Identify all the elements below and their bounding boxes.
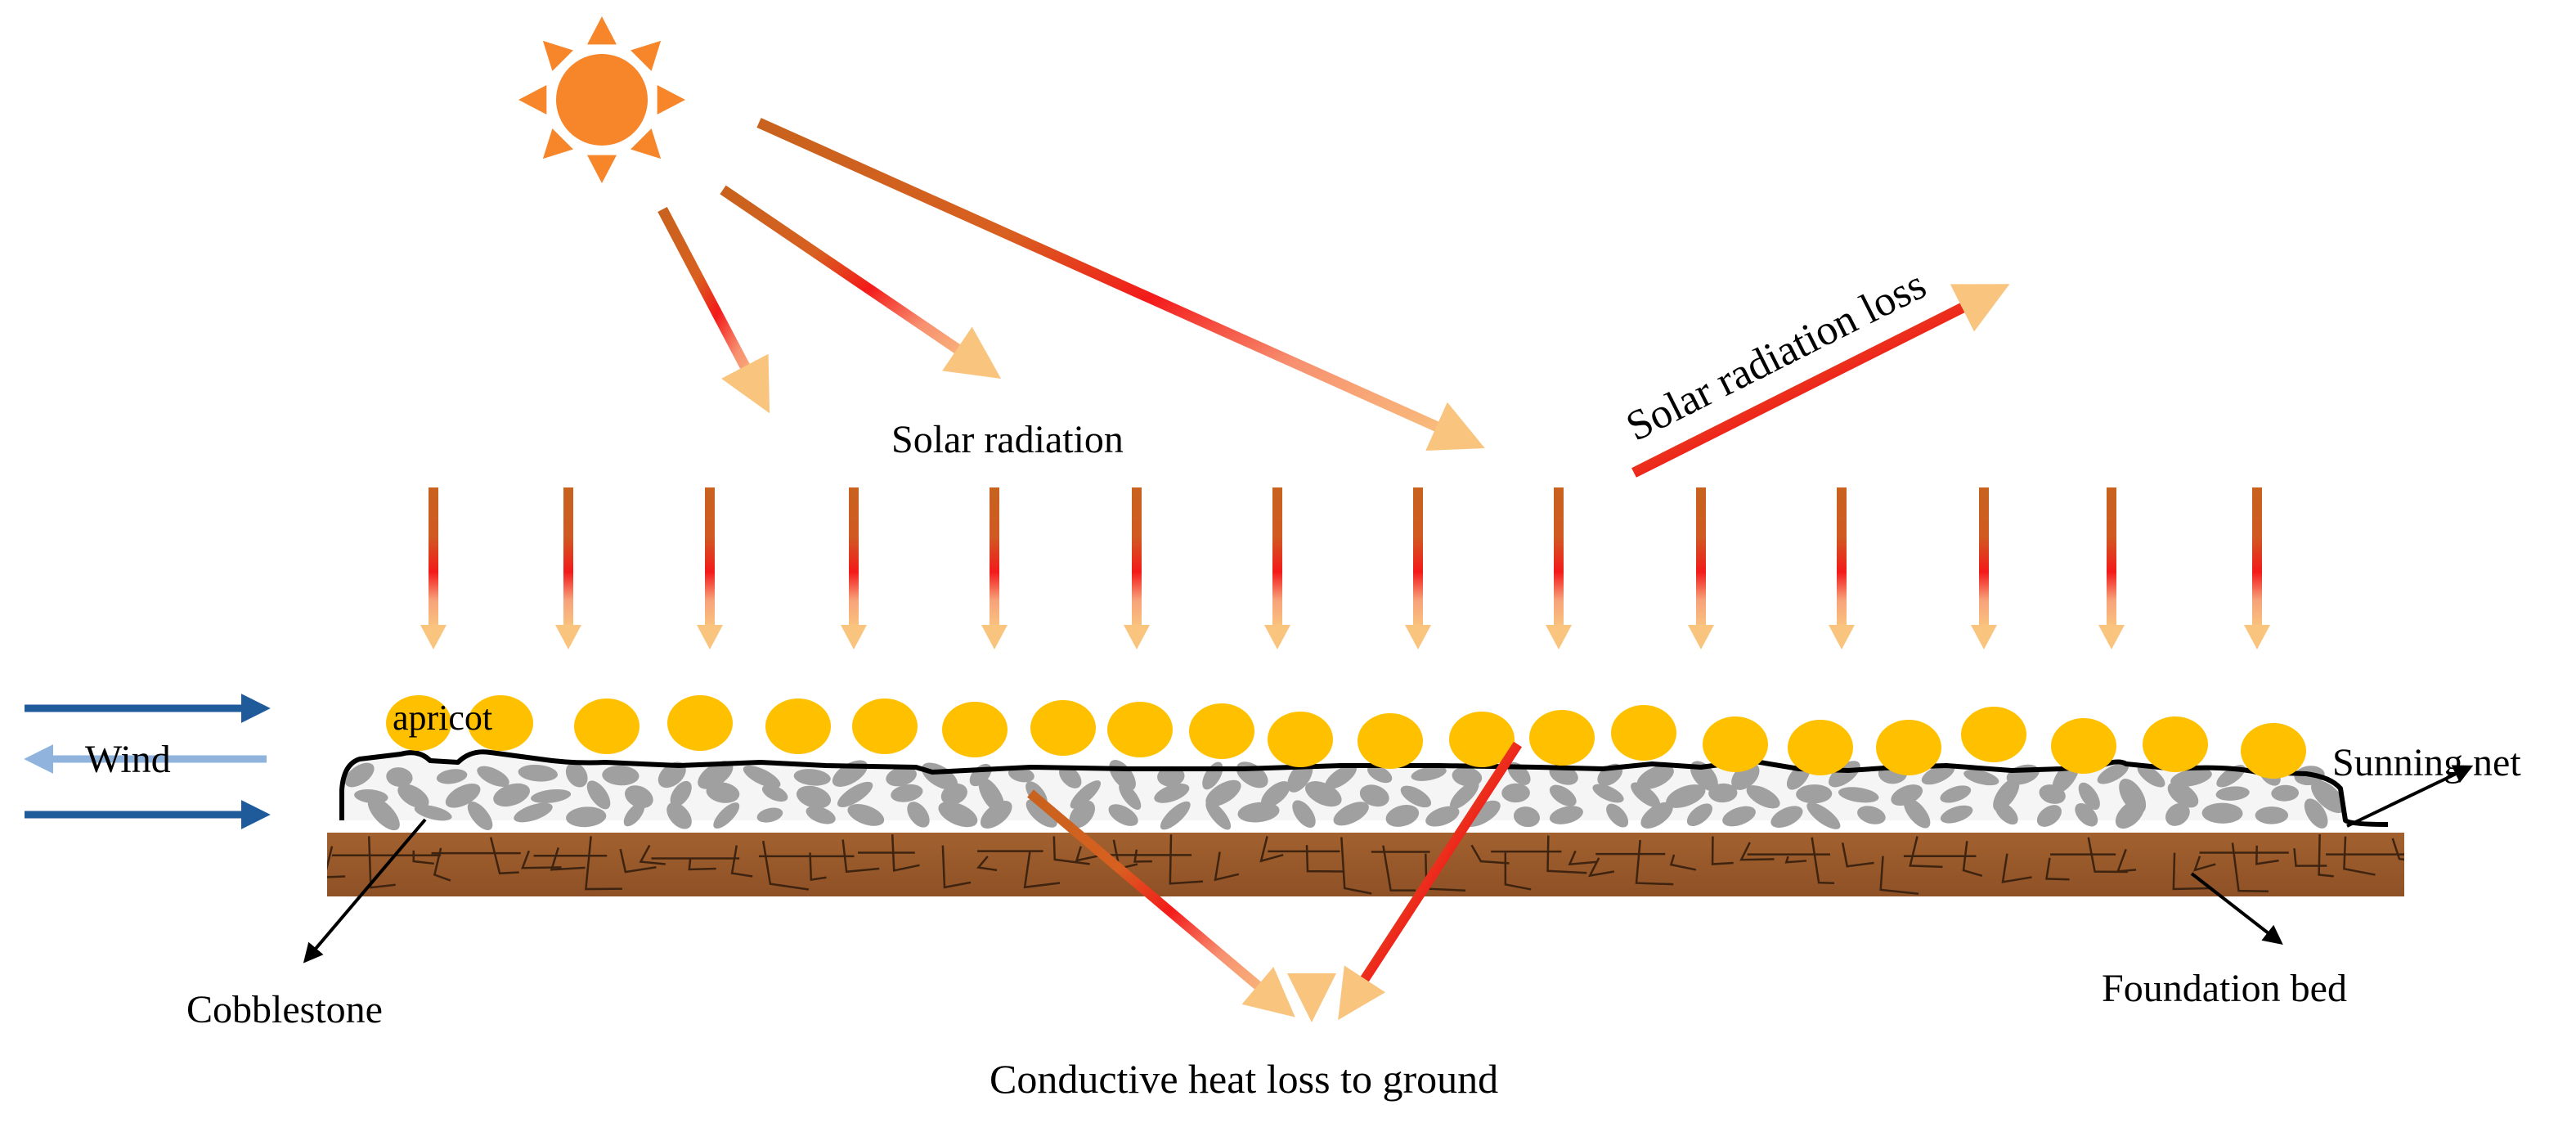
conductive-heat-loss-label: Conductive heat loss to ground bbox=[990, 1056, 1498, 1102]
ray-arrowhead bbox=[2098, 625, 2125, 649]
ray-arrowhead bbox=[2244, 625, 2270, 649]
apricot bbox=[2051, 718, 2116, 774]
apricot bbox=[1268, 712, 1333, 767]
ray-shaft bbox=[1837, 487, 1847, 628]
apricot bbox=[1030, 700, 1096, 756]
solar-ray-arrow bbox=[756, 118, 1485, 451]
apricot bbox=[2143, 716, 2208, 772]
ray-shaft bbox=[1979, 487, 1989, 628]
apricot bbox=[2241, 723, 2306, 779]
apricot bbox=[852, 699, 918, 754]
ray-shaft bbox=[429, 487, 438, 628]
wind-label: Wind bbox=[85, 738, 171, 781]
apricot bbox=[1788, 720, 1853, 775]
cobblestone-layer bbox=[339, 749, 2389, 831]
sun-ray bbox=[542, 128, 573, 159]
ray-arrowhead bbox=[555, 625, 581, 649]
ray-shaft bbox=[563, 487, 573, 628]
apricot-row bbox=[386, 695, 2306, 779]
apricot bbox=[1358, 713, 1423, 769]
apricot bbox=[667, 695, 733, 751]
ray-shaft bbox=[849, 487, 859, 628]
solar-ray-arrow bbox=[657, 206, 770, 414]
foundation-bed bbox=[327, 833, 2404, 896]
ray-arrowhead bbox=[1124, 625, 1150, 649]
heat-loss-arrow bbox=[1338, 741, 1523, 1021]
solar-ray-arrow bbox=[720, 185, 1002, 379]
ray-arrowhead bbox=[420, 625, 447, 649]
ray-shaft bbox=[1554, 487, 1564, 628]
wind-group: Wind bbox=[24, 694, 271, 829]
apricot bbox=[574, 699, 640, 754]
apricot bbox=[1961, 707, 2026, 762]
ray-shaft bbox=[2252, 487, 2262, 628]
sun-ray bbox=[542, 40, 573, 71]
apricot bbox=[1449, 712, 1515, 767]
apricot bbox=[386, 695, 451, 751]
apricot bbox=[1876, 720, 1941, 775]
sun-disc bbox=[556, 54, 648, 146]
ray-shaft bbox=[1272, 487, 1282, 628]
ray-arrowhead bbox=[1829, 625, 1855, 649]
vertical-ray-arrows bbox=[420, 487, 2270, 649]
ray-shaft bbox=[1413, 487, 1423, 628]
apricot bbox=[1611, 705, 1676, 761]
ray-arrowhead bbox=[841, 625, 867, 649]
callouts: Cobblestone Sunning net Foundation bed bbox=[186, 741, 2521, 1031]
solar-radiation-label: Solar radiation bbox=[891, 418, 1124, 461]
solar-radiation-loss-label: Solar radiation loss bbox=[1619, 261, 1933, 450]
sun-ray bbox=[587, 16, 617, 45]
solar-radiation-loss-arrow bbox=[1631, 284, 2010, 478]
apricot bbox=[1703, 716, 1768, 772]
apricot bbox=[1107, 702, 1173, 757]
ray-shaft bbox=[2107, 487, 2116, 628]
sunning-net-pointer bbox=[2346, 765, 2474, 828]
apricot bbox=[942, 702, 1008, 757]
ray-arrowhead bbox=[1971, 625, 1997, 649]
apricot bbox=[1529, 710, 1595, 766]
solar-radiation-loss-group: Solar radiation loss bbox=[1619, 261, 2010, 478]
sunning-net-label: Sunning net bbox=[2332, 741, 2521, 784]
sun-icon bbox=[518, 16, 685, 183]
apricot bbox=[765, 699, 831, 754]
cobblestone-pointer bbox=[303, 818, 427, 964]
ray-shaft bbox=[990, 487, 999, 628]
sunning-net-line bbox=[339, 749, 2389, 827]
conductive-heat-loss-arrows bbox=[1027, 741, 1523, 1022]
incoming-diagonal-rays bbox=[657, 118, 1485, 451]
ray-arrowhead bbox=[1405, 625, 1431, 649]
ray-shaft bbox=[1132, 487, 1142, 628]
ray-arrowhead bbox=[1264, 625, 1290, 649]
apricot bbox=[468, 695, 533, 751]
sun-ray bbox=[587, 155, 617, 183]
sun-ray bbox=[631, 128, 662, 159]
ray-arrowhead bbox=[697, 625, 723, 649]
sun-ray bbox=[657, 85, 685, 115]
cobblestone-label: Cobblestone bbox=[186, 988, 383, 1031]
sun-ray bbox=[631, 40, 662, 71]
ray-shaft bbox=[705, 487, 715, 628]
ray-shaft bbox=[1696, 487, 1706, 628]
apricot-label: apricot bbox=[393, 698, 492, 738]
apricot bbox=[1189, 703, 1254, 759]
foundation-bed-label: Foundation bed bbox=[2102, 967, 2347, 1010]
ray-arrowhead bbox=[1546, 625, 1572, 649]
heat-loss-arrow bbox=[1027, 789, 1295, 1017]
ray-arrowhead bbox=[1688, 625, 1714, 649]
foundation-bed-pointer bbox=[2190, 872, 2283, 945]
sun-ray bbox=[518, 85, 547, 115]
ray-arrowhead bbox=[981, 625, 1008, 649]
